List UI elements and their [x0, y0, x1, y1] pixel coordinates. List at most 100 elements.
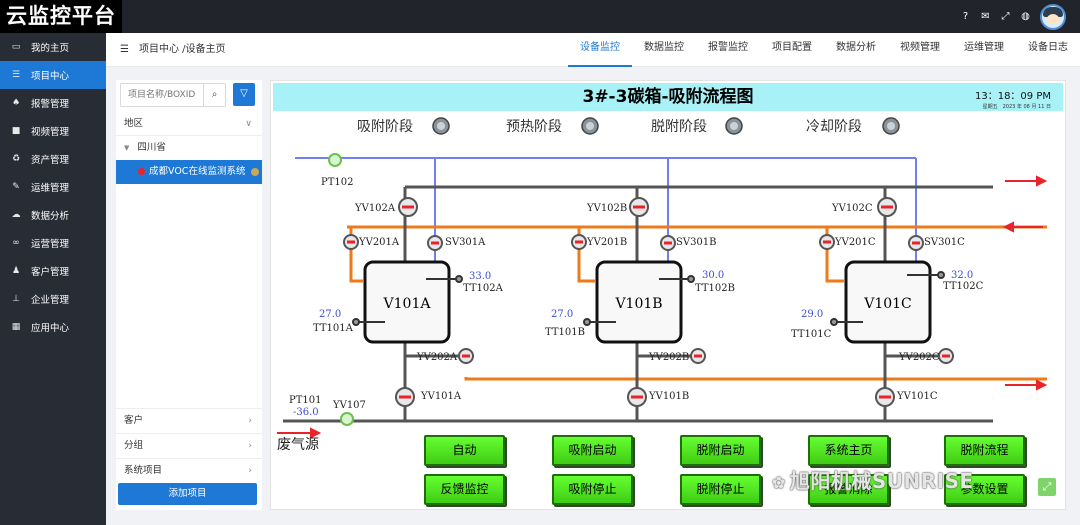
- tab-device-monitor[interactable]: 设备监控: [568, 33, 632, 67]
- tab-project-config[interactable]: 项目配置: [772, 42, 812, 53]
- arrow-head: [1036, 175, 1048, 187]
- grid-icon: ▦: [11, 322, 21, 332]
- expand-button[interactable]: ⤢: [1038, 478, 1056, 496]
- project-badge-icon: [251, 168, 259, 176]
- feedback-monitor-button[interactable]: 反馈监控: [424, 474, 505, 505]
- vessel-a: [363, 260, 451, 344]
- tab-video[interactable]: 视频管理: [900, 42, 940, 53]
- avatar[interactable]: [1040, 3, 1066, 30]
- tab-device-log[interactable]: 设备日志: [1028, 42, 1068, 53]
- app-logo: 云监控平台: [0, 0, 122, 33]
- tag-tt101c: TT101C: [791, 329, 832, 340]
- chevron-right-icon: ›: [248, 441, 252, 451]
- region-header[interactable]: 地区 ∨: [116, 112, 262, 136]
- sidebar-item-analysis[interactable]: ☁数据分析: [0, 201, 106, 229]
- breadcrumb-text: 项目中心 /设备主页: [138, 44, 226, 55]
- tab-bar: 设备监控 数据监控 报警监控 项目配置 数据分析 视频管理 运维管理 设备日志: [568, 33, 1080, 67]
- sidebar-item-label: 资产管理: [31, 155, 70, 166]
- tag-yv202c: YV202C: [898, 352, 940, 363]
- alarm-clear-button[interactable]: 报警消除: [808, 474, 889, 505]
- add-project-button[interactable]: 添加项目: [118, 483, 257, 505]
- tab-maintenance[interactable]: 运维管理: [964, 42, 1004, 53]
- tag-yv201c: YV201C: [834, 237, 876, 248]
- desorb-start-button[interactable]: 脱附启动: [680, 435, 761, 466]
- sidebar-item-projects[interactable]: ☰项目中心: [0, 61, 106, 89]
- valve-closed-marks: [347, 205, 950, 399]
- system-home-button[interactable]: 系统主页: [808, 435, 889, 466]
- project-tree-panel: ⌕ ▽ 地区 ∨ ▼四川省 成都VOC在线监测系统 客户› 分组› 系统项目› …: [116, 80, 262, 510]
- parameter-settings-button[interactable]: 参数设置: [944, 474, 1025, 505]
- sidebar-item-assets[interactable]: ♻资产管理: [0, 145, 106, 173]
- sidebar-item-alarms[interactable]: ♠报警管理: [0, 89, 106, 117]
- mail-icon[interactable]: ✉: [981, 11, 990, 22]
- auto-button[interactable]: 自动: [424, 435, 505, 466]
- adsorb-start-button[interactable]: 吸附启动: [552, 435, 633, 466]
- filter-icon: ▽: [240, 88, 248, 99]
- sidebar-item-home[interactable]: ▭我的主页: [0, 33, 106, 61]
- flow-arrows: [277, 175, 1048, 439]
- group-groups[interactable]: 分组›: [116, 433, 262, 457]
- desorb-stop-button[interactable]: 脱附停止: [680, 474, 761, 505]
- thermometer-icon: [830, 318, 838, 326]
- tree-node-province[interactable]: ▼四川省: [116, 136, 262, 160]
- search-input[interactable]: [121, 84, 203, 106]
- sidebar-item-video[interactable]: ■视频管理: [0, 117, 106, 145]
- link-icon: ∞: [12, 238, 20, 248]
- top-icons: ? ✉ ⤢ ◍: [960, 0, 1066, 33]
- sidebar-item-customers[interactable]: ♟客户管理: [0, 257, 106, 285]
- chevron-down-icon: ∨: [245, 119, 252, 129]
- globe-icon[interactable]: ◍: [1021, 11, 1030, 22]
- users-icon: ♟: [11, 266, 21, 276]
- thermometer-icon: [687, 275, 695, 283]
- vessels: V101A V101B V101C: [363, 260, 932, 344]
- sidebar-item-apps[interactable]: ▦应用中心: [0, 313, 106, 341]
- stage-lights: [432, 117, 900, 135]
- group-label: 系统项目: [124, 465, 163, 476]
- help-icon[interactable]: ?: [962, 11, 969, 22]
- waste-gas-source-label: 废气源: [277, 437, 319, 453]
- value-tt102c: 32.0: [951, 270, 973, 281]
- arrow-head: [310, 427, 322, 439]
- thermometer-icon: [937, 271, 945, 279]
- thermometer-icon: [583, 318, 591, 326]
- tag-sv301c: SV301C: [924, 237, 965, 248]
- clock-date: 星期五 2023 年 08 月 11 日: [982, 104, 1051, 110]
- desorb-process-button[interactable]: 脱附流程: [944, 435, 1025, 466]
- value-tt101c: 29.0: [801, 309, 823, 320]
- temperature-sensors: [352, 271, 945, 326]
- group-label: 客户: [124, 415, 144, 426]
- filter-button[interactable]: ▽: [233, 83, 255, 106]
- wechat-icon: ✿: [772, 473, 786, 492]
- sidebar-item-label: 运维管理: [31, 183, 70, 194]
- group-system-projects[interactable]: 系统项目›: [116, 458, 262, 482]
- sidebar-item-enterprise[interactable]: ⊥企业管理: [0, 285, 106, 313]
- sidebar-item-maintenance[interactable]: ✎ 运维管理: [0, 173, 106, 201]
- valve-yv107-icon[interactable]: [340, 412, 354, 426]
- clock: 13：18：09 PM 星期五 2023 年 08 月 11 日: [975, 87, 1051, 110]
- adsorb-stop-button[interactable]: 吸附停止: [552, 474, 633, 505]
- tag-yv202b: YV202B: [648, 352, 689, 363]
- bell-icon: ♠: [11, 98, 21, 108]
- tab-data-monitor[interactable]: 数据监控: [644, 42, 684, 53]
- sidebar-item-label: 视频管理: [31, 127, 70, 138]
- tag-yv102c: YV102C: [831, 203, 873, 214]
- fullscreen-icon[interactable]: ⤢: [1001, 11, 1010, 22]
- tab-data-analysis[interactable]: 数据分析: [836, 42, 876, 53]
- menu-toggle-icon[interactable]: ☰: [120, 44, 129, 55]
- tree-node-project[interactable]: 成都VOC在线监测系统: [116, 160, 262, 184]
- sidebar-item-label: 我的主页: [31, 43, 70, 54]
- scada-title-bar: 3#-3碳箱-吸附流程图 13：18：09 PM 星期五 2023 年 08 月…: [273, 83, 1063, 111]
- tag-tt101a: TT101A: [313, 323, 354, 334]
- wrench-icon: ✎: [12, 182, 20, 192]
- vessel-c-label: V101C: [863, 296, 912, 312]
- tag-pt102: PT102: [321, 177, 354, 188]
- search-icon[interactable]: ⌕: [203, 84, 225, 106]
- sidebar-item-operations[interactable]: ∞运营管理: [0, 229, 106, 257]
- tag-sv301a: SV301A: [445, 237, 486, 248]
- sitemap-icon: ⊥: [12, 294, 20, 304]
- tag-yv101a: YV101A: [420, 391, 462, 402]
- group-customers[interactable]: 客户›: [116, 408, 262, 432]
- tab-alarm-monitor[interactable]: 报警监控: [708, 42, 748, 53]
- vessel-a-label: V101A: [383, 296, 432, 312]
- caret-down-icon: ▼: [124, 144, 130, 152]
